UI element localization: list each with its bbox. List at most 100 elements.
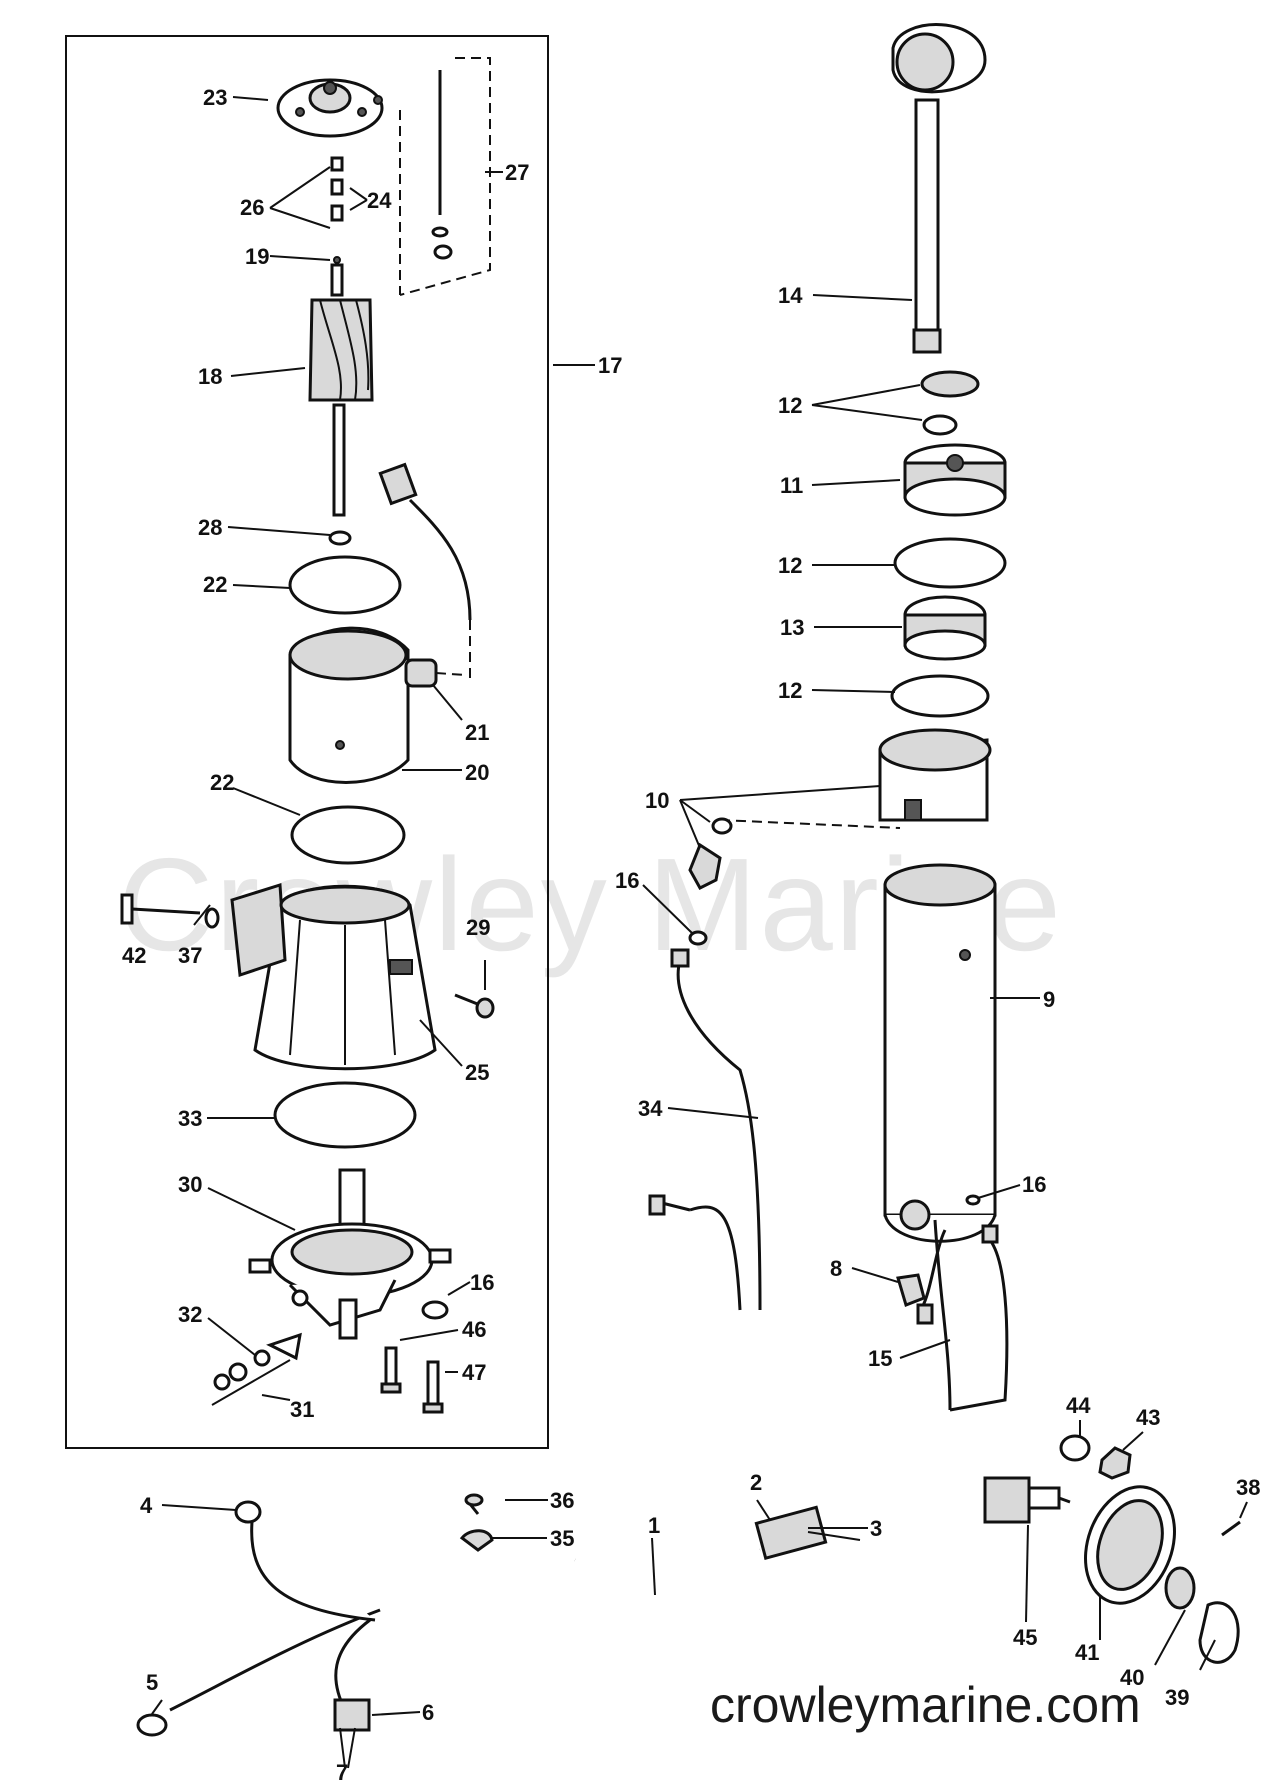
part-39-knob [1198,1601,1240,1664]
callout-39: 39 [1165,1685,1189,1710]
callout-30: 30 [178,1172,202,1197]
callout-17: 17 [598,353,622,378]
part-28-washer [328,530,352,546]
callout-33: 33 [178,1106,202,1131]
part-45-switch [983,1476,1071,1524]
lead-wire [378,462,472,680]
part-47-screw [422,1360,444,1414]
part-10-manifold [688,728,992,890]
part-8-plug [896,1273,926,1307]
callout-19: 19 [245,244,269,269]
part-1-wiring-harness [169,1540,763,1712]
part-18-armature [308,263,374,517]
part-44-washer [1059,1434,1091,1462]
part-13-piston [903,595,987,661]
callout-6: 6 [422,1700,434,1725]
callout-27: 27 [505,160,529,185]
part-41-bezel [1084,1485,1176,1605]
part-6-connector [333,1698,371,1732]
part-36-screw [464,1493,484,1515]
callout-12-top: 12 [778,393,802,418]
callout-15: 15 [868,1346,892,1371]
part-34-hydraulic-line-up [648,948,762,1311]
part-12-seal-top [920,370,980,398]
callout-43: 43 [1136,1405,1160,1430]
callout-28: 28 [198,515,222,540]
callout-9: 9 [1043,987,1055,1012]
callout-40: 40 [1120,1665,1144,1690]
part-12-o-ring-middle [893,537,1007,589]
site-name: crowleymarine.com [710,1677,1141,1733]
part-22-o-ring-lower [290,805,406,865]
callout-18: 18 [198,364,222,389]
callout-32: 32 [178,1302,202,1327]
part-12-o-ring-top [922,414,958,436]
callout-3: 3 [870,1516,882,1541]
part-14-ram-rod [891,23,987,354]
callout-5: 5 [146,1670,158,1695]
callout-36: 36 [550,1488,574,1513]
part-15-hydraulic-line-down [916,1219,1009,1412]
part-5-lead [136,1713,168,1737]
part-16-o-ring-pump [421,1300,449,1320]
part-31-32-fittings [211,1332,302,1406]
callout-38: 38 [1236,1475,1260,1500]
callout-34: 34 [638,1096,663,1121]
callout-45: 45 [1013,1625,1037,1650]
callout-44: 44 [1066,1393,1091,1418]
part-46-screw [380,1346,402,1394]
callout-13: 13 [780,615,804,640]
part-33-o-ring [273,1081,417,1149]
callout-22-upper: 22 [203,572,227,597]
callout-23: 23 [203,85,227,110]
callout-2: 2 [750,1470,762,1495]
callout-10: 10 [645,788,669,813]
callout-41: 41 [1075,1640,1099,1665]
callout-22-lower: 22 [210,770,234,795]
motor-assembly-box [65,35,549,1449]
callout-26: 26 [240,195,264,220]
part-38-screw [1221,1520,1241,1537]
part-24-26-brushes [330,156,344,264]
part-27-through-bolt [399,57,491,296]
part-30-pump-base [248,1168,452,1340]
part-25-end-frame [230,883,437,1071]
callout-16-left: 16 [615,868,639,893]
part-16-o-ring-left [688,930,708,946]
part-11-cylinder-cap [903,443,1007,517]
callout-35: 35 [550,1526,574,1551]
part-37-lockwasher [204,907,220,929]
callout-16-right: 16 [1022,1172,1046,1197]
part-23-end-cap [276,78,384,138]
callout-37: 37 [178,943,202,968]
callout-12-middle: 12 [778,553,802,578]
callout-25: 25 [465,1060,489,1085]
part-12-o-ring-lower [890,674,990,718]
part-16-o-ring-right [965,1194,981,1206]
callout-labels: 23 26 24 27 19 18 17 28 22 21 20 22 42 3… [122,85,1260,1784]
callout-12-lower: 12 [778,678,802,703]
callout-14: 14 [778,283,803,308]
callout-16-pump: 16 [470,1270,494,1295]
callout-7: 7 [336,1760,348,1784]
part-35-clamp [459,1529,494,1552]
callout-4: 4 [140,1493,153,1518]
callout-46: 46 [462,1317,486,1342]
part-42-bolt [120,893,201,925]
callout-31: 31 [290,1397,314,1422]
part-43-nut [1098,1446,1132,1480]
part-22-o-ring-upper [288,555,402,615]
callout-42: 42 [122,943,146,968]
callout-29: 29 [466,915,490,940]
callout-47: 47 [462,1360,486,1385]
part-2-connector [754,1505,828,1560]
part-40-nut [1164,1566,1196,1610]
callout-24: 24 [367,188,392,213]
part-4-lead [234,1500,376,1622]
part-9-trim-cylinder [883,863,997,1243]
leader-lines [151,96,1248,1769]
callout-20: 20 [465,760,489,785]
callout-1: 1 [648,1513,660,1538]
